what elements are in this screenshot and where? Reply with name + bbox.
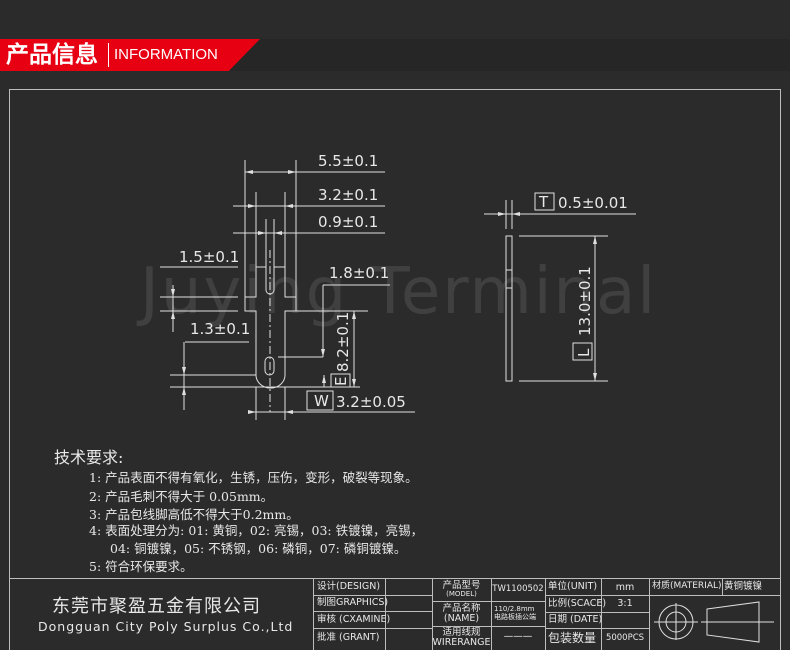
date-value	[601, 612, 649, 628]
banner-title-cn: 产品信息	[6, 42, 98, 68]
company-name-cn: 东莞市聚盈五金有限公司	[52, 596, 261, 617]
model-label: 产品型号(MODEL)	[442, 579, 481, 598]
material-value: 黄铜镀镍	[724, 580, 763, 592]
dim-5-5: 5.5±0.1	[318, 152, 378, 170]
title-block-top	[9, 578, 781, 579]
requirement-item: 1: 产品表面不得有氧化，生锈，压伤，变形，破裂等现象。	[89, 470, 418, 485]
dim-l-tag: L	[575, 348, 593, 357]
requirement-item: 4: 表面处理分为: 01: 黄铜，02: 亮锡，03: 铁镀镍，亮锡，	[89, 523, 424, 538]
wirerange-label: 适用线规(WIRERANGE)	[432, 627, 491, 648]
dim-0-9: 0.9±0.1	[318, 213, 378, 231]
banner-accent	[0, 39, 260, 71]
company-name-en: Dongguan City Poly Surplus Co.,Ltd	[38, 619, 294, 634]
requirement-item: 5: 符合环保要求。	[89, 559, 193, 574]
unit-label: 单位(UNIT)	[548, 580, 598, 592]
dim-8-2-tag: E	[332, 377, 350, 386]
model-value: TW1100502	[492, 584, 544, 595]
dim-1-3: 1.3±0.1	[190, 320, 250, 338]
name-label: 产品名称(NAME)	[442, 602, 481, 624]
requirement-item: 3: 产品包线脚高低不得大于0.2mm。	[89, 507, 299, 522]
requirements-title: 技术要求:	[54, 448, 124, 467]
scale-value: 3:1	[617, 597, 633, 609]
unit-value: mm	[615, 581, 635, 593]
banner-divider	[108, 43, 109, 67]
grant-label: 批准 (GRANT)	[317, 632, 380, 644]
side-view-part	[505, 235, 513, 382]
material-label: 材质(MATERIAL)	[652, 580, 722, 591]
graphics-label: 制图GRAPHICS)	[317, 597, 389, 609]
banner-title-en: INFORMATION	[114, 46, 218, 63]
dim-thickness: 0.5±0.01	[558, 194, 628, 212]
dim-w-tag: W	[314, 392, 329, 410]
requirement-item: 04: 铜镀镍，05: 不锈钢，06: 磷铜，07: 磷铜镀镍。	[110, 541, 407, 556]
requirement-item: 2: 产品毛刺不得大于 0.05mm。	[89, 489, 274, 504]
date-label: 日期 (DATE)	[548, 614, 603, 626]
dim-3-2-width: 3.2±0.05	[336, 393, 406, 411]
drawing-frame	[9, 89, 781, 650]
dim-1-8: 1.8±0.1	[329, 264, 389, 282]
projection-symbol-icon	[654, 601, 774, 643]
examine-label: 审核 (CXAMINE)	[317, 613, 391, 625]
design-label: 设计(DESIGN)	[317, 580, 381, 592]
scale-label: 比例(SCACE)	[548, 597, 607, 609]
dim-length: 13.0±0.1	[576, 266, 594, 336]
dim-8-2: 8.2±0.1	[334, 312, 352, 372]
dim-t-tag: T	[538, 193, 549, 211]
dim-3-2: 3.2±0.1	[318, 186, 378, 204]
pack-value: 5000PCS	[605, 632, 645, 643]
wirerange-value: ———	[503, 631, 533, 643]
pack-label: 包装数量	[548, 630, 597, 645]
dim-1-5: 1.5±0.1	[179, 248, 239, 266]
